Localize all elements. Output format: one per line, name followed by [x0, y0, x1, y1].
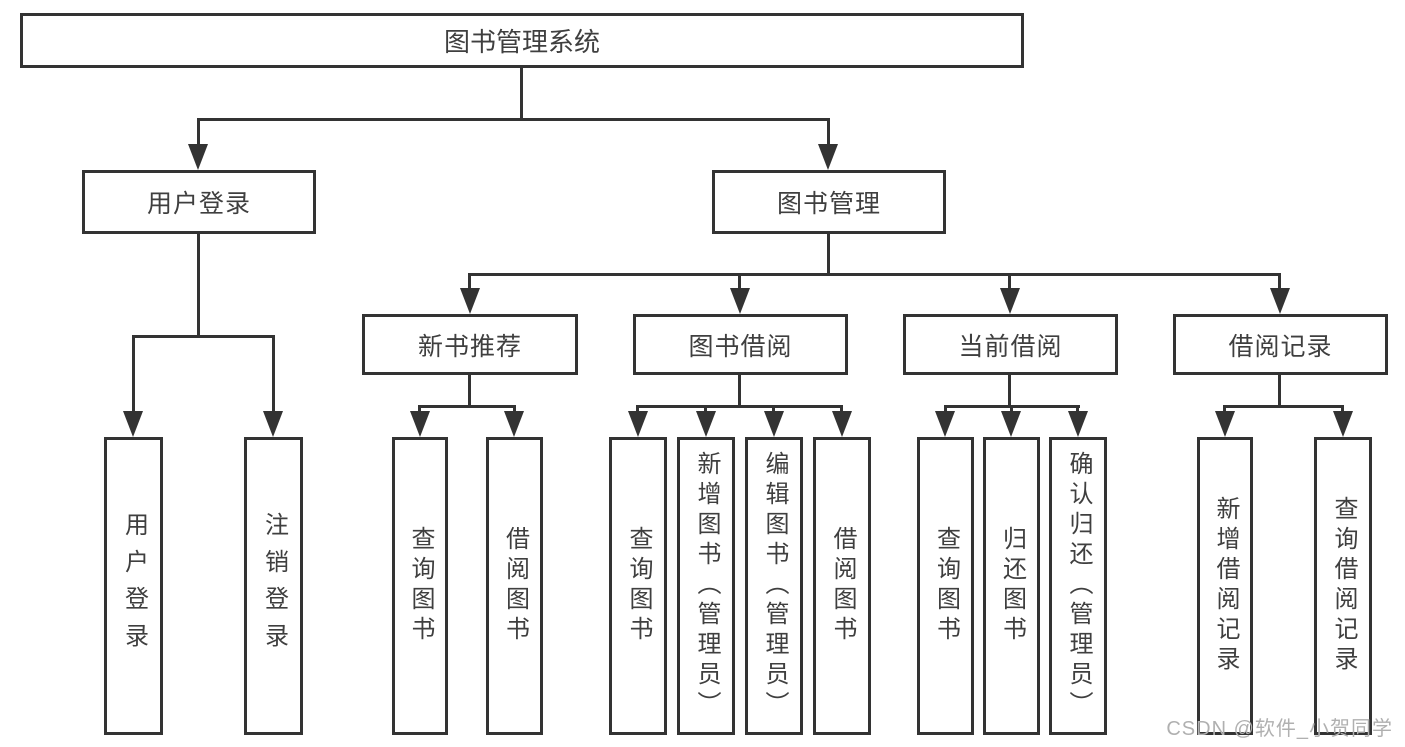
arrowhead-icon: [818, 144, 838, 170]
connector-drop-leaf: [1341, 405, 1344, 415]
arrowhead-icon: [628, 411, 648, 437]
arrowhead-icon: [263, 411, 283, 437]
connector-root-stub: [520, 68, 523, 121]
connector-drop-l3: [1278, 273, 1281, 292]
node-current-borrow-label: 当前借阅: [958, 332, 1063, 361]
leaf-user-login-label: 用户登录: [120, 512, 148, 660]
leaf-query-books-borrow-label: 查询图书: [625, 526, 652, 646]
leaf-query-books-recommend-label: 查询图书: [407, 526, 434, 646]
node-root-label: 图书管理系统: [443, 27, 600, 57]
connector-drop-leaf: [772, 405, 775, 415]
arrowhead-icon: [123, 411, 143, 437]
leaf-query-books-current-label: 查询图书: [932, 526, 960, 646]
connector-drop-l3: [738, 273, 741, 292]
arrowhead-icon: [504, 411, 524, 437]
node-book-borrow: 图书借阅: [633, 314, 848, 375]
leaf-query-borrow-record: 查询借阅记录: [1314, 437, 1372, 735]
leaf-add-borrow-record: 新增借阅记录: [1197, 437, 1253, 735]
leaf-edit-book-admin: 编辑图书（管理员）: [745, 437, 803, 735]
connector-root-hline: [197, 118, 830, 121]
arrowhead-icon: [460, 288, 480, 314]
node-book-management-label: 图书管理: [776, 190, 881, 218]
connector-drop-leaf: [132, 335, 135, 415]
node-new-book-recommend-label: 新书推荐: [417, 332, 522, 361]
leaf-query-books-borrow: 查询图书: [609, 437, 667, 735]
arrowhead-icon: [1333, 411, 1353, 437]
connector-drop-l3: [1008, 273, 1011, 292]
connector-drop-leaf: [840, 405, 843, 415]
arrowhead-icon: [730, 288, 750, 314]
leaf-logout-label: 注销登录: [260, 512, 288, 660]
arrowhead-icon: [832, 411, 852, 437]
node-book-borrow-label: 图书借阅: [688, 332, 793, 361]
leaf-borrow-books-recommend-label: 借阅图书: [501, 526, 529, 646]
connector-drop-leaf: [704, 405, 707, 415]
node-borrow-records: 借阅记录: [1173, 314, 1388, 375]
connector-drop-leaf: [418, 405, 421, 415]
arrowhead-icon: [410, 411, 430, 437]
leaf-borrow-books-recommend: 借阅图书: [486, 437, 543, 735]
node-current-borrow: 当前借阅: [903, 314, 1118, 375]
connector-current-stub: [1008, 375, 1011, 407]
connector-drop-user-login: [197, 118, 200, 150]
node-book-management: 图书管理: [712, 170, 946, 234]
leaf-user-login: 用户登录: [104, 437, 163, 735]
watermark: CSDN @软件_小贺同学: [1166, 718, 1393, 740]
connector-drop-leaf: [1010, 405, 1013, 415]
leaf-edit-book-admin-label: 编辑图书（管理员）: [761, 451, 788, 721]
leaf-logout: 注销登录: [244, 437, 303, 735]
arrowhead-icon: [1001, 411, 1021, 437]
connector-bookmgmt-stub: [827, 234, 830, 275]
leaf-borrow-books: 借阅图书: [813, 437, 871, 735]
arrowhead-icon: [935, 411, 955, 437]
connector-bookmgmt-hline: [468, 273, 1281, 276]
connector-userlogin-hline: [132, 335, 275, 338]
leaf-add-book-admin: 新增图书（管理员）: [677, 437, 735, 735]
connector-recommend-hline: [418, 405, 516, 408]
connector-drop-leaf: [1076, 405, 1079, 415]
leaf-confirm-return-admin-label: 确认归还（管理员）: [1065, 451, 1092, 721]
arrowhead-icon: [1000, 288, 1020, 314]
connector-borrow-hline: [636, 405, 843, 408]
arrowhead-icon: [1215, 411, 1235, 437]
connector-drop-leaf: [944, 405, 947, 415]
arrowhead-icon: [696, 411, 716, 437]
arrowhead-icon: [188, 144, 208, 170]
arrowhead-icon: [764, 411, 784, 437]
leaf-return-book: 归还图书: [983, 437, 1040, 735]
leaf-confirm-return-admin: 确认归还（管理员）: [1049, 437, 1107, 735]
leaf-query-books-recommend: 查询图书: [392, 437, 448, 735]
leaf-query-borrow-record-label: 查询借阅记录: [1330, 496, 1357, 676]
node-root: 图书管理系统: [20, 13, 1024, 68]
node-user-login-label: 用户登录: [146, 190, 251, 218]
leaf-add-borrow-record-label: 新增借阅记录: [1212, 496, 1239, 676]
connector-drop-leaf: [272, 335, 275, 415]
leaf-borrow-books-label: 借阅图书: [829, 526, 856, 646]
connector-records-hline: [1223, 405, 1344, 408]
leaf-query-books-current: 查询图书: [917, 437, 974, 735]
connector-drop-leaf: [513, 405, 516, 415]
connector-drop-book-management: [827, 118, 830, 150]
connector-recommend-stub: [468, 375, 471, 407]
node-new-book-recommend: 新书推荐: [362, 314, 578, 375]
connector-drop-leaf: [636, 405, 639, 415]
connector-drop-l3: [468, 273, 471, 292]
connector-records-stub: [1278, 375, 1281, 407]
connector-userlogin-stub: [197, 234, 200, 337]
connector-borrow-stub: [738, 375, 741, 407]
node-user-login: 用户登录: [82, 170, 316, 234]
connector-drop-leaf: [1223, 405, 1226, 415]
node-borrow-records-label: 借阅记录: [1228, 332, 1333, 361]
arrowhead-icon: [1270, 288, 1290, 314]
arrowhead-icon: [1068, 411, 1088, 437]
leaf-add-book-admin-label: 新增图书（管理员）: [693, 451, 720, 721]
leaf-return-book-label: 归还图书: [998, 526, 1026, 646]
